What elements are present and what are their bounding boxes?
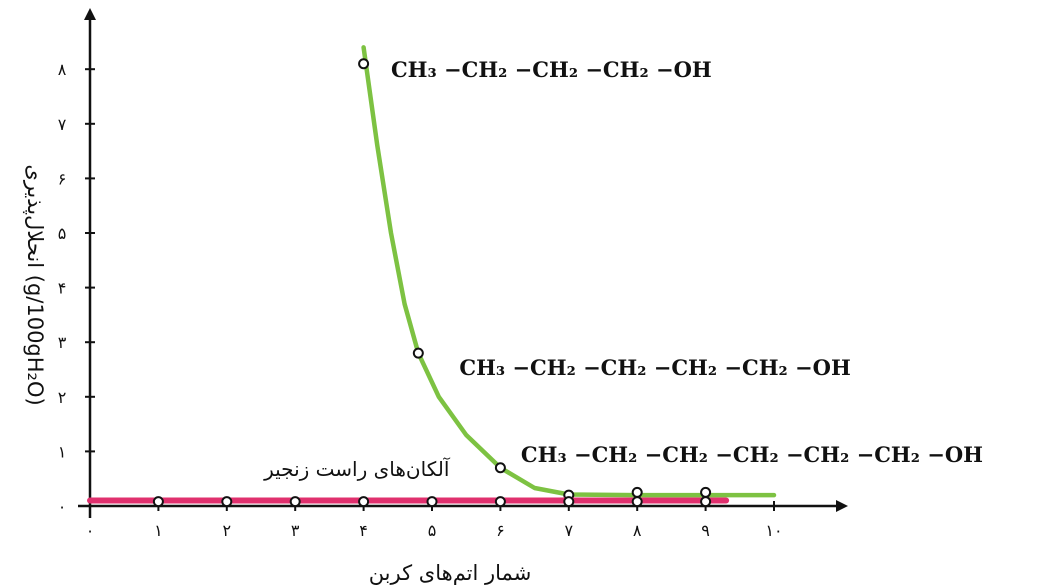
x-tick-label: ۵	[428, 521, 437, 540]
y-tick-label: ۳	[58, 333, 67, 352]
x-tick-label: ۲	[223, 521, 232, 540]
data-point	[631, 496, 643, 508]
formula-label: CH₃ −CH₂ −CH₂ −CH₂ −CH₂ −CH₂ −OH	[521, 442, 983, 467]
data-point	[412, 347, 424, 359]
formula-label: CH₃ −CH₂ −CH₂ −CH₂ −OH	[391, 57, 712, 82]
y-tick-label: ۲	[58, 388, 67, 407]
formula-label: CH₃ −CH₂ −CH₂ −CH₂ −CH₂ −OH	[459, 355, 850, 380]
data-point	[631, 486, 643, 498]
x-tick-label: ۰	[86, 521, 95, 540]
x-tick-label: ۷	[565, 521, 574, 540]
series-curve	[361, 45, 777, 498]
data-point	[494, 496, 506, 508]
x-tick-label: ۹	[701, 521, 710, 540]
data-point	[700, 496, 712, 508]
alkane-series-label: آلکان‌های راست زنجیر	[263, 456, 451, 481]
data-point	[563, 496, 575, 508]
y-tick-label: ۸	[58, 60, 67, 79]
x-tick-label: ۴	[359, 521, 368, 540]
axes	[78, 8, 848, 518]
x-tick-label: ۸	[633, 521, 642, 540]
data-point	[700, 486, 712, 498]
annotations: CH₃ −CH₂ −CH₂ −CH₂ −OH CH₃ −CH₂ −CH₂ −CH₂…	[263, 57, 983, 481]
y-axis-title: انحلال‌پذیری (g/100gH₂O)	[23, 164, 47, 405]
data-point	[152, 496, 164, 508]
y-tick-label: ۴	[58, 279, 67, 298]
series-2	[87, 496, 730, 508]
data-point	[289, 496, 301, 508]
ticks: ۰ ۱ ۲ ۳ ۴ ۵ ۶ ۷ ۸ ۹ ۱۰ ۰ ۱ ۲ ۳ ۴ ۵ ۶ ۷ ۸ شمار اتم‌های کربن ان…	[23, 60, 783, 585]
y-tick-label: ۶	[58, 169, 67, 188]
data-point	[426, 496, 438, 508]
data-point	[358, 58, 370, 70]
x-tick-label: ۳	[291, 521, 300, 540]
series-layer	[87, 45, 777, 508]
y-tick-label: ۷	[58, 115, 67, 134]
x-tick-label: ۶	[496, 521, 505, 540]
data-point	[494, 462, 506, 474]
y-tick-label: ۰	[58, 497, 67, 516]
series-1	[358, 45, 777, 501]
y-tick-label: ۱	[58, 442, 67, 461]
x-tick-label: ۱	[154, 521, 163, 540]
x-axis-title: شمار اتم‌های کربن	[369, 561, 532, 585]
y-tick-label: ۵	[58, 224, 67, 243]
x-tick-label: ۱۰	[765, 521, 782, 540]
data-point	[358, 496, 370, 508]
data-point	[221, 496, 233, 508]
